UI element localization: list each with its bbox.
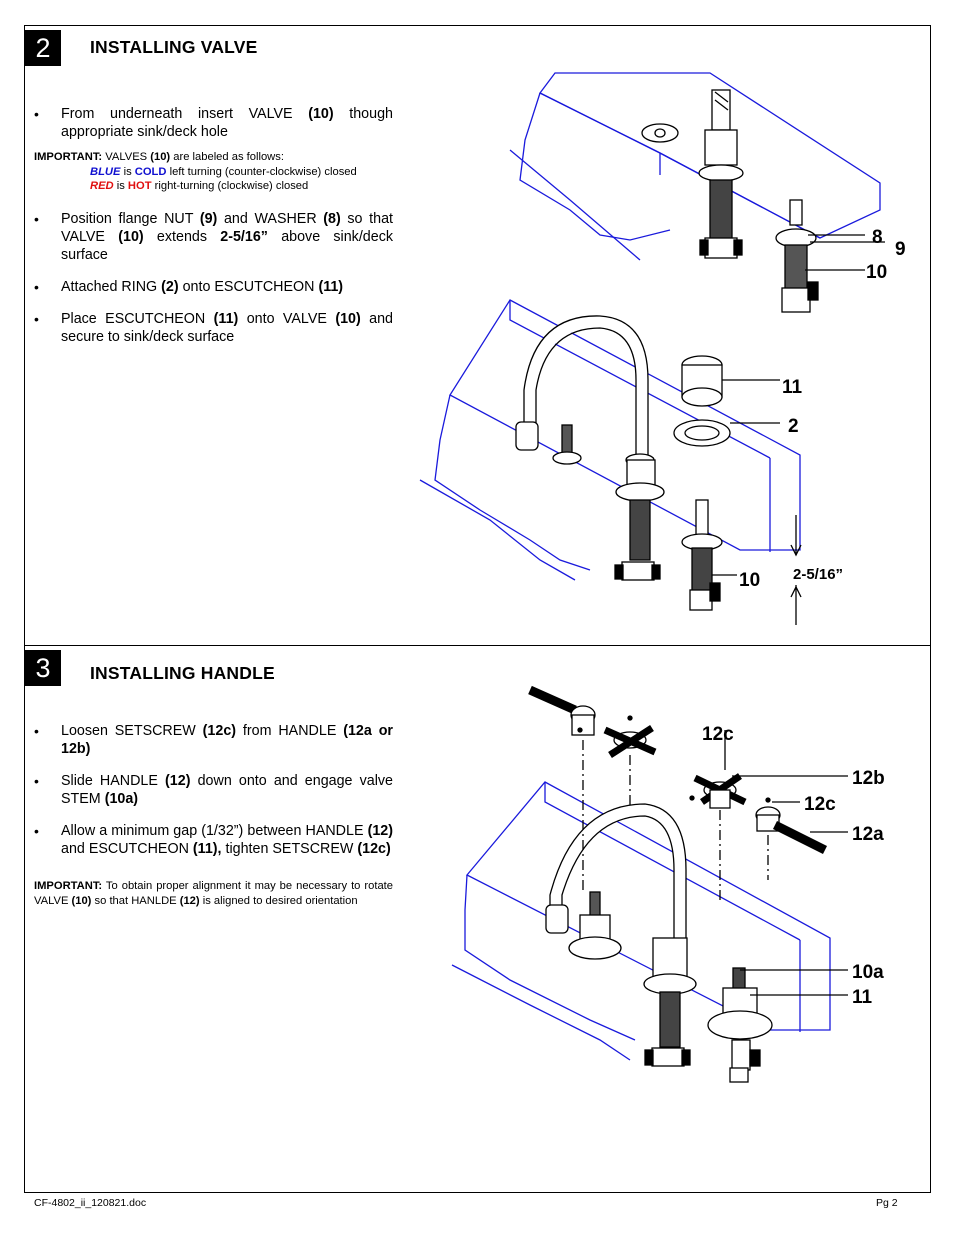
section-2-important-note: IMPORTANT: VALVES (10) are labeled as fo… bbox=[34, 151, 357, 192]
step-number-2: 2 bbox=[25, 30, 61, 66]
footer-doc-name: CF-4802_ii_120821.doc bbox=[34, 1197, 147, 1209]
list-item: Slide HANDLE (12) down onto and engage v… bbox=[34, 772, 393, 808]
callout-10-lower: 10 bbox=[739, 570, 760, 591]
list-item: From underneath insert VALVE (10) though… bbox=[34, 105, 393, 141]
list-item: Allow a minimum gap (1/32”) between HAND… bbox=[34, 822, 393, 858]
list-item: Place ESCUTCHEON (11) onto VALVE (10) an… bbox=[34, 310, 393, 346]
section-2-instructions: From underneath insert VALVE (10) though… bbox=[34, 105, 393, 155]
callout-12c-top: 12c bbox=[702, 724, 734, 745]
callout-2: 2 bbox=[788, 416, 799, 437]
footer-page-number: Pg 2 bbox=[876, 1197, 898, 1209]
callout-12c: 12c bbox=[804, 794, 836, 815]
page-frame bbox=[24, 25, 931, 1193]
callout-10: 10 bbox=[866, 262, 887, 283]
valve-install-illustration: 8 9 10 11 2 10 2-5/16” bbox=[419, 72, 906, 625]
section-divider bbox=[24, 645, 931, 646]
callout-10a: 10a bbox=[852, 962, 884, 983]
list-item: Loosen SETSCREW (12c) from HANDLE (12a o… bbox=[34, 722, 393, 758]
dimension-label: 2-5/16” bbox=[793, 566, 843, 583]
callout-8: 8 bbox=[872, 227, 883, 248]
section-3-instructions: Loosen SETSCREW (12c) from HANDLE (12a o… bbox=[34, 722, 393, 872]
section-2-title: INSTALLING VALVE bbox=[90, 37, 258, 57]
section-3-title: INSTALLING HANDLE bbox=[90, 663, 275, 683]
section-2-instructions-cont: Position flange NUT (9) and WASHER (8) s… bbox=[34, 210, 393, 360]
callout-12b: 12b bbox=[852, 768, 885, 789]
callout-12a: 12a bbox=[852, 824, 884, 845]
section-3-important-note: IMPORTANT: To obtain proper alignment it… bbox=[34, 880, 393, 907]
callout-11: 11 bbox=[782, 377, 803, 398]
list-item: Attached RING (2) onto ESCUTCHEON (11) bbox=[34, 278, 393, 296]
callout-11: 11 bbox=[852, 987, 873, 1008]
step-number-3: 3 bbox=[25, 650, 61, 686]
list-item: Position flange NUT (9) and WASHER (8) s… bbox=[34, 210, 393, 264]
handle-install-illustration: 12c 12b 12c 12a 10a 11 bbox=[451, 685, 885, 1083]
callout-9: 9 bbox=[895, 239, 906, 260]
